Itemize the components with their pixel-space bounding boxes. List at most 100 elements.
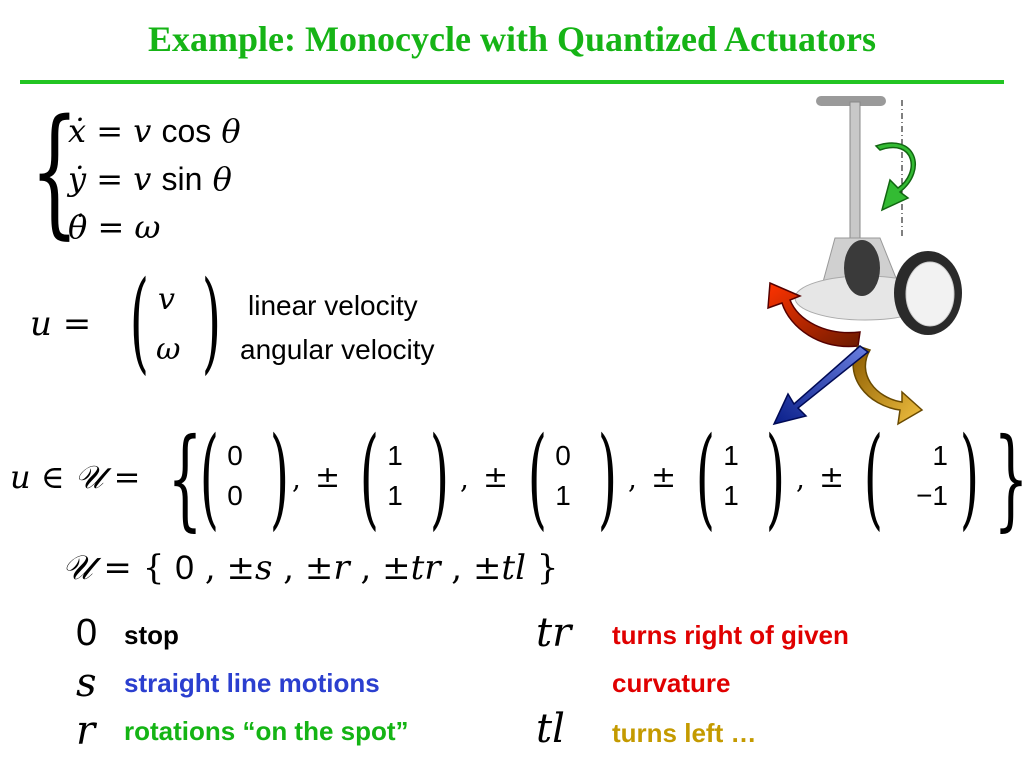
vector-1: 1 1	[375, 436, 415, 516]
eq-var: v	[133, 160, 152, 198]
quantized-lhs: 𝒰 =	[62, 548, 132, 588]
eq-lhs: ẏ	[68, 160, 87, 198]
vec-top: 0	[555, 440, 571, 471]
legend-turn-right: tr turns right of given curvature	[536, 610, 849, 698]
straight-arrow-icon	[772, 345, 870, 426]
vector-3: 1 1	[711, 436, 751, 516]
vec-paren: (	[695, 413, 716, 541]
plus-minus: ±	[819, 460, 845, 495]
vec-bottom: 1	[387, 480, 403, 511]
qs-item: ±s	[226, 548, 273, 588]
qs-comma: ,	[440, 548, 473, 588]
segway-body	[794, 96, 962, 335]
qs-item: 0	[175, 549, 195, 587]
vec-bottom: 1	[723, 480, 739, 511]
vec-bottom: 1	[555, 480, 571, 511]
eq-y-dot: ẏ = v sin θ	[68, 160, 232, 198]
legend-symbol: 0	[76, 612, 98, 654]
eq-sign: =	[97, 208, 125, 246]
comma: ,	[292, 462, 301, 495]
legend-label: straight line motions	[124, 668, 380, 698]
vec-bottom: −1	[916, 480, 948, 511]
eq-sign: =	[96, 112, 124, 150]
vec-paren: )	[765, 413, 786, 541]
legend-symbol: tl	[536, 706, 565, 752]
legend-straight: s straight line motions	[76, 660, 380, 706]
legend-label: stop	[124, 620, 179, 650]
legend-symbol: r	[76, 708, 96, 754]
input-v: v	[158, 282, 175, 317]
vector-2: 0 1	[543, 436, 583, 516]
input-u: u	[30, 304, 52, 344]
vec-paren: (	[863, 413, 884, 541]
qs-item: ±tl	[472, 548, 526, 588]
linear-velocity-label: linear velocity	[248, 290, 418, 321]
vec-paren: (	[527, 413, 548, 541]
input-definition: u = ( v ω ) linear velocity angular velo…	[30, 266, 510, 382]
legend-rotation: r rotations “on the spot”	[76, 708, 409, 754]
eq-arg: θ	[212, 160, 232, 198]
turn-right-arrow-icon	[852, 345, 924, 426]
input-lhs: u =	[30, 304, 91, 344]
comma: ,	[796, 462, 805, 495]
left-paren: (	[129, 257, 150, 385]
input-eq: =	[62, 304, 92, 344]
input-set-prefix: u ∈ 𝒰 =	[10, 458, 141, 496]
qs-comma: ,	[194, 548, 227, 588]
vec-top: 0	[227, 440, 243, 471]
input-set: u ∈ 𝒰 = { ( 0 0 ) , ± ( 1 1 ) , ± ( 0 1 …	[10, 414, 1024, 542]
vec-paren: )	[269, 413, 290, 541]
set-left-brace: {	[167, 414, 203, 542]
eq-fn: sin	[161, 161, 203, 197]
title-underline	[20, 80, 1004, 84]
eq-fn: cos	[161, 113, 212, 149]
vec-top: 1	[387, 440, 403, 471]
eq-lhs: ẋ	[68, 112, 87, 150]
legend-label: rotations “on the spot”	[124, 716, 409, 746]
eq-lhs: θ̇	[68, 208, 88, 246]
plus-minus: ±	[651, 460, 677, 495]
angular-velocity-label: angular velocity	[240, 334, 435, 365]
qs-close: }	[536, 548, 559, 588]
rotation-arrow-icon	[874, 142, 916, 212]
set-right-brace: }	[994, 414, 1024, 542]
legend-symbol: tr	[536, 610, 572, 656]
qs-open: {	[142, 548, 176, 588]
plus-minus: ±	[315, 460, 341, 495]
eq-sign: =	[96, 160, 124, 198]
vec-paren: (	[199, 413, 220, 541]
eq-rhs: ω	[134, 208, 161, 246]
vec-paren: (	[359, 413, 380, 541]
legend-label: turns left …	[612, 718, 757, 748]
plus-minus: ±	[483, 460, 509, 495]
vec-top: 1	[723, 440, 739, 471]
slide-title: Example: Monocycle with Quantized Actuat…	[148, 19, 876, 59]
vec-bottom: 0	[227, 480, 243, 511]
vector-0: 0 0	[215, 436, 255, 516]
legend-label: turns right of given	[612, 620, 849, 650]
eq-var: v	[133, 112, 152, 150]
vec-paren: )	[597, 413, 618, 541]
qs-item: ±tr	[382, 548, 441, 588]
vec-paren: )	[959, 413, 980, 541]
qs-item: ±r	[304, 548, 350, 588]
legend-stop: 0 stop	[76, 612, 179, 655]
left-brace: {	[30, 90, 79, 253]
vec-top: 1	[932, 440, 948, 471]
legend-label-2: curvature	[612, 668, 731, 698]
turn-left-arrow-icon	[767, 281, 861, 348]
comma: ,	[460, 462, 469, 495]
eq-arg: θ	[221, 112, 241, 150]
vector-4: 1 −1	[878, 436, 948, 516]
vec-paren: )	[429, 413, 450, 541]
eq-x-dot: ẋ = v cos θ	[68, 112, 241, 150]
quantized-set: 𝒰 = { 0 , ±s , ±r , ±tr , ±tl }	[62, 548, 558, 588]
eq-theta-dot: θ̇ = ω	[68, 208, 161, 246]
qs-comma: ,	[349, 548, 383, 588]
comma: ,	[628, 462, 637, 495]
legend-symbol: s	[76, 660, 97, 706]
qs-comma: ,	[272, 548, 305, 588]
right-paren: )	[201, 257, 222, 385]
segway-illustration	[767, 96, 962, 426]
input-omega: ω	[156, 332, 181, 367]
